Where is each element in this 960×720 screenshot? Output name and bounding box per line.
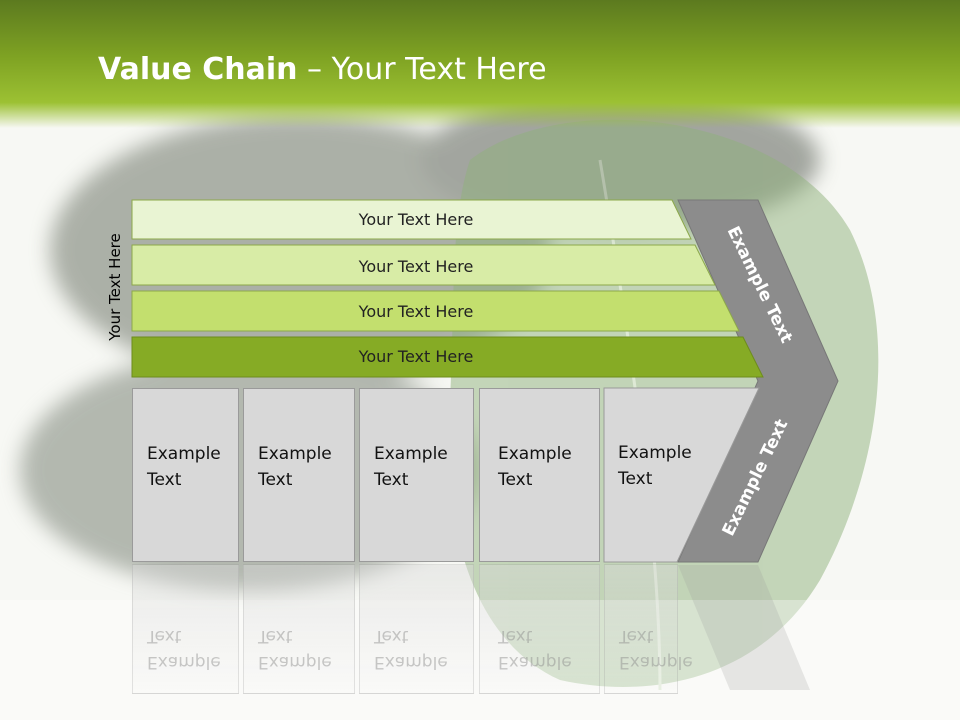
- header-bar: [0, 0, 960, 128]
- row-4-shape: [131, 336, 764, 378]
- row-2-shape: [131, 244, 716, 286]
- row-1-shape: [131, 199, 692, 240]
- row-4-label: Your Text Here: [358, 347, 474, 366]
- row-1-label: Your Text Here: [358, 210, 474, 229]
- title-rest: – Your Text Here: [297, 52, 547, 87]
- chevron-reflection: [678, 565, 810, 690]
- title-bold: Value Chain: [98, 52, 298, 87]
- slide-title: Value Chain – Your Text Here: [98, 52, 547, 87]
- row-3-label: Your Text Here: [358, 302, 474, 321]
- row-3-shape: [131, 290, 740, 332]
- box-5-shape: [603, 387, 760, 563]
- row-2-label: Your Text Here: [358, 257, 474, 276]
